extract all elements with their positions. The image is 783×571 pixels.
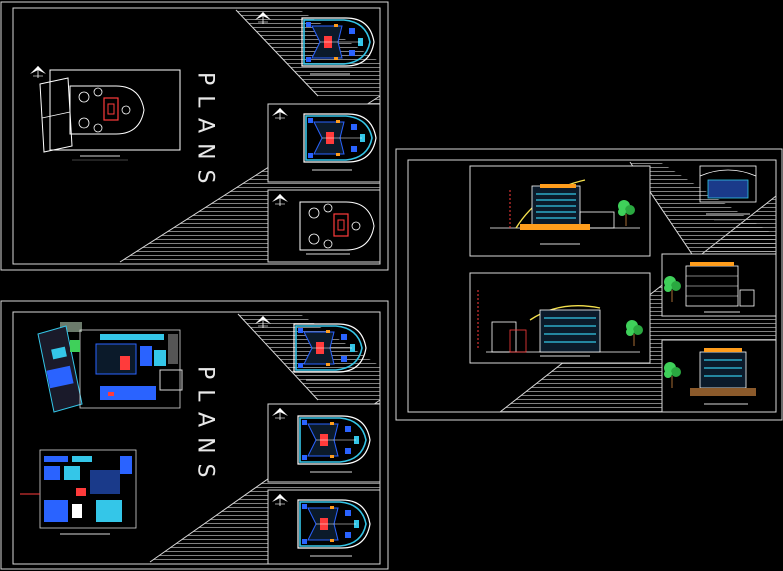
plans-title-top: PLANS: [193, 72, 218, 194]
sheet-elevations: [395, 148, 783, 421]
front-elevation: [490, 179, 640, 245]
upper-floor-plan-4: [271, 407, 371, 473]
sheet-plans-bottom: PLANS: [0, 300, 389, 570]
lateral-elevation: [663, 348, 756, 405]
side-elevation: [477, 290, 644, 357]
upper-floor-plan-5: [271, 493, 371, 557]
rear-elevation: [663, 262, 755, 313]
basement-floor-plan: [271, 193, 375, 255]
ground-floor-plan: [29, 65, 181, 161]
sheet-plans-top: PLANS: [0, 1, 389, 271]
upper-floor-plan-1: [254, 11, 375, 75]
plans-title-bottom: PLANS: [193, 366, 218, 488]
upper-floor-plan-2: [271, 107, 377, 171]
upper-floor-plan-3: [254, 315, 367, 381]
site-plan: [37, 322, 183, 413]
parking-plan: [20, 449, 137, 535]
section-detail: [699, 165, 757, 221]
